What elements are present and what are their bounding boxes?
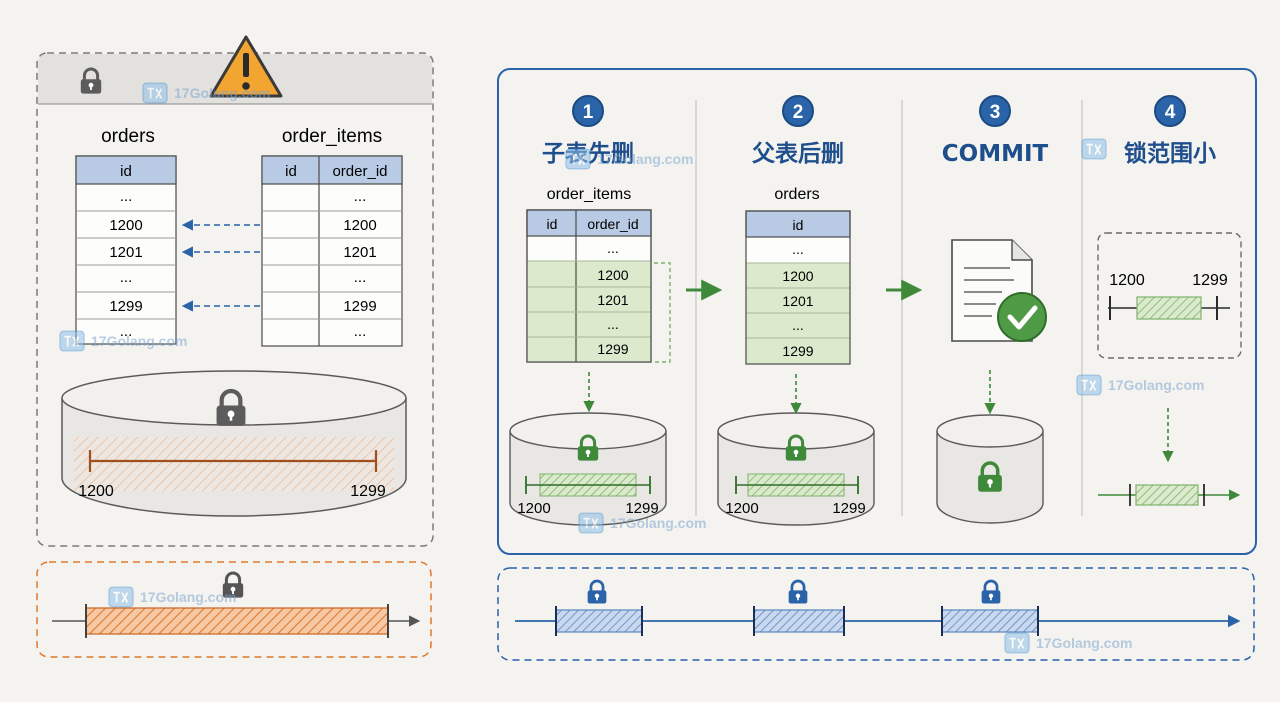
step-number: 3 (990, 102, 1001, 123)
right-panel-frame (497, 68, 1257, 555)
lock-range-bar (941, 609, 1039, 633)
table-cell: ... (120, 323, 133, 340)
step2-header-id: id (793, 217, 804, 233)
items-table-title: order_items (282, 126, 382, 147)
step-title: 锁范围小 (1124, 140, 1216, 167)
table-cell: 1201 (782, 293, 813, 309)
warning-icon (209, 35, 283, 98)
watermark-text: 17Golang.com (140, 589, 236, 605)
range-end-label: 1299 (350, 483, 386, 500)
items-table-rows: ... 1200 1201 ... 1299 ... (343, 188, 376, 340)
step2-table-rows: ... 1200 1201 ... 1299 (782, 241, 813, 359)
step-title: COMMIT (942, 141, 1049, 167)
range-start-label: 1200 (517, 500, 550, 517)
orders-header-id: id (120, 163, 132, 180)
step-number: 1 (583, 102, 594, 123)
step1-header-id: id (547, 216, 558, 232)
items-header-id: id (285, 163, 297, 180)
watermark-text: 17Golang.com (597, 151, 693, 167)
table-cell: 1201 (597, 292, 628, 308)
lock-range-bar (85, 607, 389, 635)
left-timeline (36, 561, 432, 658)
orders-table-title: orders (101, 126, 155, 147)
lock-range-bar (753, 609, 845, 633)
range-start-label: 1200 (78, 483, 114, 500)
table-cell: ... (792, 317, 804, 333)
step4-timeline (1098, 484, 1241, 506)
table-cell: ... (792, 241, 804, 257)
table-cell: ... (607, 316, 619, 332)
items-table-header (261, 155, 403, 185)
right-panel: 1 2 3 4 子表先删 父表后删 COMMIT 锁范围小 order_item… (497, 68, 1257, 555)
right-timeline (497, 567, 1255, 661)
step3-database-cylinder (936, 414, 1044, 524)
step-number: 4 (1165, 102, 1176, 123)
left-panel: orders id ... 1200 1201 ... 1299 ... ord… (36, 35, 434, 547)
table-cell: 1299 (597, 341, 628, 357)
table-cell: 1200 (343, 217, 376, 234)
table-cell: 1299 (782, 343, 813, 359)
items-header-order-id: order_id (332, 163, 387, 180)
step1-table-header (526, 209, 652, 237)
table-cell: ... (607, 240, 619, 256)
orders-table-header (75, 155, 177, 185)
watermark-text: 17Golang.com (174, 85, 270, 101)
lock-icon (980, 579, 1002, 606)
table-cell: 1200 (782, 268, 813, 284)
range-end-label: 1299 (1192, 272, 1228, 289)
table-cell: 1299 (109, 298, 142, 315)
watermark-text: 17Golang.com (91, 333, 187, 349)
step1-header-order-id: order_id (587, 216, 638, 232)
table-cell: 1201 (343, 244, 376, 261)
table-cell: 1200 (597, 267, 628, 283)
table-cell: ... (120, 188, 133, 205)
table-cell: 1201 (109, 244, 142, 261)
step-badges: 1 2 3 4 (572, 95, 1186, 127)
step1-table-rows: ... 1200 1201 ... 1299 (597, 240, 628, 357)
database-cylinder: 1200 1299 (61, 370, 407, 517)
watermarks: 17Golang.com 17Golang.com 17Golang.com 1… (59, 82, 1204, 654)
step4-range-box: 1200 1299 (1097, 232, 1242, 359)
lock-icon (787, 579, 809, 606)
commit-document-icon (951, 239, 1047, 342)
range-end-label: 1299 (625, 500, 658, 517)
range-start-label: 1200 (725, 500, 758, 517)
step-title: 父表后删 (752, 141, 844, 167)
watermark-text: 17Golang.com (1036, 635, 1132, 651)
lock-range-bar (555, 609, 643, 633)
table-cell: ... (120, 269, 133, 286)
orders-table-rows: ... 1200 1201 ... 1299 ... (109, 188, 142, 340)
step2-table-title: orders (774, 186, 819, 203)
range-start-label: 1200 (1109, 272, 1145, 289)
table-cell: ... (354, 269, 367, 286)
down-arrows (583, 370, 1174, 463)
foreign-key-arrows (181, 219, 260, 312)
table-cell: 1299 (343, 298, 376, 315)
table-cell: ... (354, 323, 367, 340)
watermark-text: 17Golang.com (1108, 377, 1204, 393)
table-cell: ... (354, 188, 367, 205)
range-end-label: 1299 (832, 500, 865, 517)
lock-icon (586, 579, 608, 606)
watermark-text: 17Golang.com (610, 515, 706, 531)
step1-table-title: order_items (547, 186, 631, 203)
step2-database-cylinder: 1200 1299 (717, 412, 875, 526)
step1-database-cylinder: 1200 1299 (509, 412, 667, 526)
step-number: 2 (793, 102, 804, 123)
table-cell: 1200 (109, 217, 142, 234)
